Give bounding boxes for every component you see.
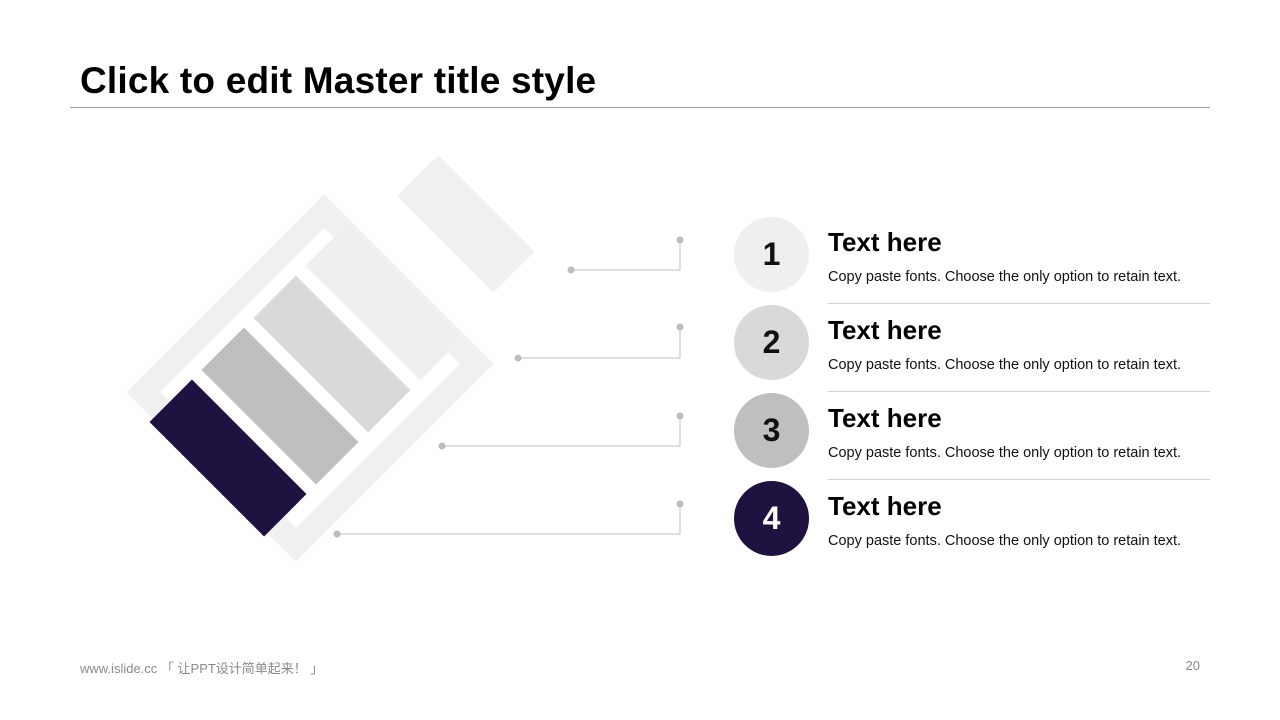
- item-title-2[interactable]: Text here: [828, 315, 942, 345]
- connector-1: [567, 236, 684, 274]
- battery-inner: [160, 228, 460, 528]
- number-badge-1: 1: [734, 217, 809, 292]
- title-divider: [70, 107, 1210, 108]
- battery-icon: [126, 155, 535, 562]
- connector-3: [438, 412, 684, 450]
- item-description-1[interactable]: Copy paste fonts. Choose the only option…: [828, 269, 1182, 285]
- battery-terminal: [397, 155, 535, 293]
- item-divider-2: [828, 391, 1210, 392]
- item-description-3[interactable]: Copy paste fonts. Choose the only option…: [828, 445, 1182, 461]
- footer-text: www.islide.cc 「 让PPT设计简单起来！ 」: [80, 661, 324, 676]
- battery-cell-3: [253, 275, 411, 433]
- item-description-2[interactable]: Copy paste fonts. Choose the only option…: [828, 357, 1182, 373]
- battery-cell-1: [149, 379, 307, 537]
- connector-lines: [333, 236, 684, 538]
- item-title-1[interactable]: Text here: [828, 227, 942, 257]
- connector-4: [333, 500, 684, 538]
- number-badge-3: 3: [734, 393, 809, 468]
- number-label-4: 4: [762, 500, 781, 536]
- battery-cell-2: [201, 327, 359, 485]
- item-divider-1: [828, 303, 1210, 304]
- number-badge-4: 4: [734, 481, 809, 556]
- item-divider-3: [828, 479, 1210, 480]
- number-label-2: 2: [762, 324, 781, 360]
- number-label-3: 3: [762, 412, 781, 448]
- battery-cell-4: [305, 223, 463, 381]
- item-title-3[interactable]: Text here: [828, 403, 942, 433]
- item-description-4[interactable]: Copy paste fonts. Choose the only option…: [828, 533, 1182, 549]
- number-label-1: 1: [762, 236, 781, 272]
- item-title-4[interactable]: Text here: [828, 491, 942, 521]
- connector-2: [514, 323, 684, 362]
- page-number: 20: [1185, 658, 1200, 673]
- page-title[interactable]: Click to edit Master title style: [80, 60, 597, 101]
- number-badge-2: 2: [734, 305, 809, 380]
